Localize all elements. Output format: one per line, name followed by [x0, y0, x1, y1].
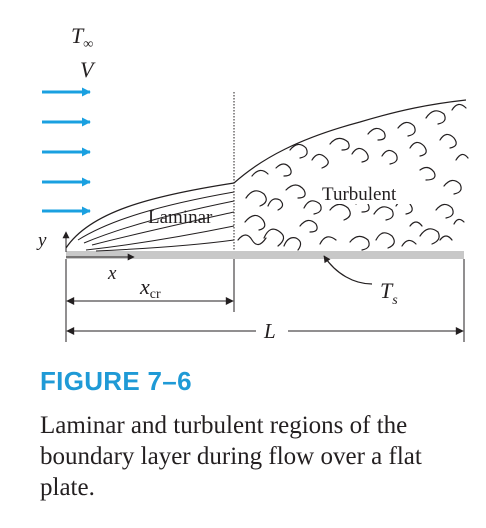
velocity-label: V: [80, 57, 96, 82]
flat-plate: [66, 251, 464, 259]
turbulent-label: Turbulent: [322, 184, 397, 205]
ts-leader: [323, 255, 373, 285]
laminar-streamlines: [77, 191, 235, 252]
laminar-label: Laminar: [148, 207, 213, 228]
boundary-layer-edge: [65, 99, 467, 249]
flow-arrows: [42, 87, 91, 216]
figure-caption: Laminar and turbulent regions of the bou…: [40, 412, 422, 501]
plate-length-label: L: [263, 319, 276, 343]
dimension-ticks: [65, 259, 465, 342]
x-axis-label: x: [107, 263, 117, 284]
figure-number: FIGURE 7–6: [40, 366, 192, 396]
y-axis-label: y: [36, 230, 47, 251]
surface-temperature-label: Ts: [380, 278, 398, 308]
critical-length-label: xcr: [139, 274, 161, 302]
turbulent-eddies: [237, 103, 469, 251]
t-infinity-label: T∞: [71, 23, 93, 52]
